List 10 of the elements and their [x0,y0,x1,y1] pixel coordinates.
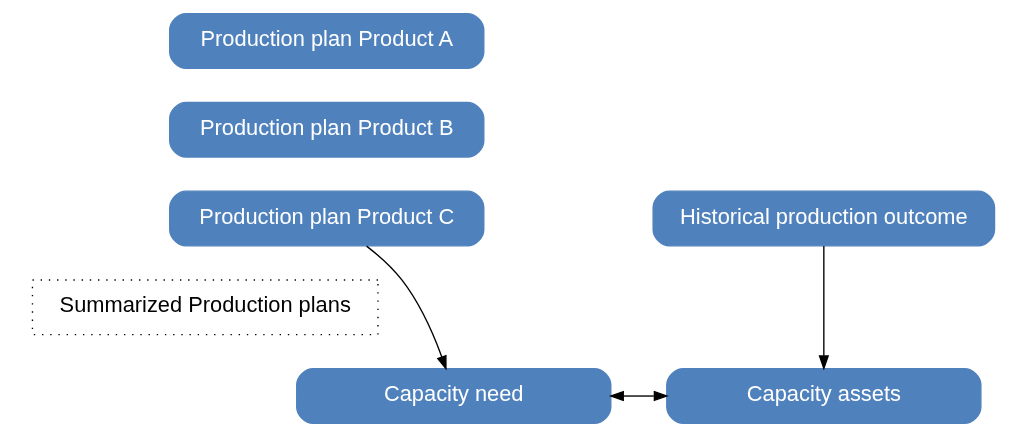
arrow [365,245,447,371]
node-box: Capacity assets [665,368,982,425]
node-box: Capacity need [295,368,611,425]
node-box: Production plan Product C [168,190,484,247]
arrow [818,245,829,371]
node-box: Production plan Product B [168,101,484,158]
node-box: Production plan Product A [168,12,484,69]
node-box: Historical production outcome [651,190,995,247]
arrow [608,390,669,402]
node-box: Summarized Production plans [31,279,379,336]
